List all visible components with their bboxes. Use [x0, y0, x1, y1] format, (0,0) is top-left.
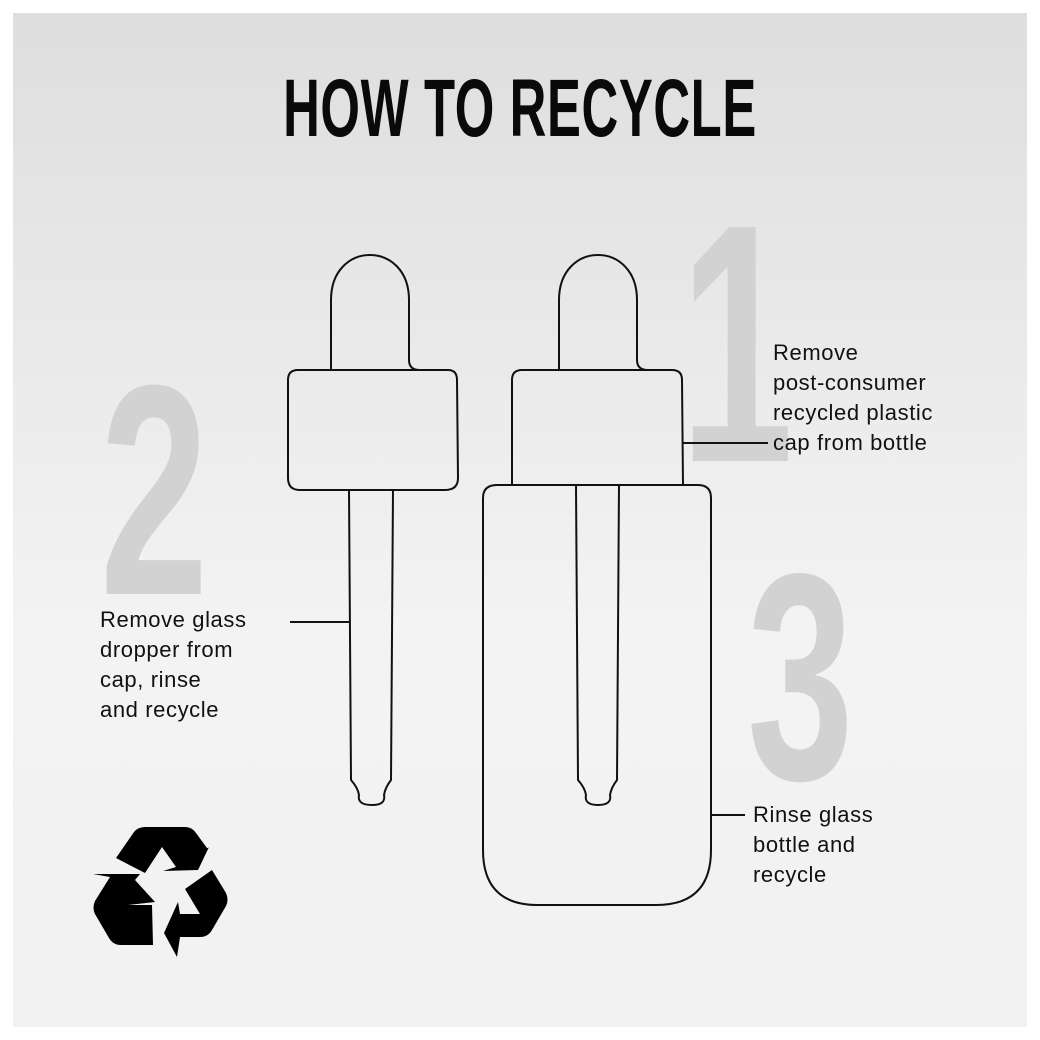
- step-2-line: dropper from: [100, 637, 234, 662]
- step-number-3: 3: [747, 512, 854, 842]
- step-1-line: cap from bottle: [773, 430, 928, 455]
- step-1-line: post-consumer: [773, 370, 927, 395]
- left-dropper-cap: [287, 369, 460, 491]
- recycle-arrow-right: [164, 870, 228, 957]
- page-title: HOW TO RECYCLE: [283, 63, 757, 154]
- step-1-line: Remove: [773, 340, 859, 365]
- step-3-text: Rinse glass bottle and recycle: [753, 800, 873, 890]
- step-3-line: bottle and: [753, 832, 856, 857]
- right-bottle-body: [482, 484, 712, 906]
- step-1-line: recycled plastic: [773, 400, 933, 425]
- step-2-line: and recycle: [100, 697, 220, 722]
- step-1-text: Remove post-consumer recycled plastic ca…: [773, 338, 933, 458]
- right-dropper-bulb: [558, 254, 649, 371]
- recycle-arrow-left: [93, 874, 155, 945]
- step-3-line: recycle: [753, 862, 827, 887]
- left-dropper-pipe: [348, 489, 394, 807]
- step-2-line: cap, rinse: [100, 667, 202, 692]
- recycle-arrow-top: [116, 827, 209, 873]
- left-dropper-bulb: [330, 254, 421, 371]
- step-2-line: Remove glass: [100, 607, 247, 632]
- step-number-2: 2: [100, 322, 208, 658]
- step-2-text: Remove glass dropper from cap, rinse and…: [100, 605, 247, 725]
- right-bottle-cap: [511, 369, 684, 486]
- step-3-line: Rinse glass: [753, 802, 874, 827]
- right-dropper-pipe: [575, 484, 620, 807]
